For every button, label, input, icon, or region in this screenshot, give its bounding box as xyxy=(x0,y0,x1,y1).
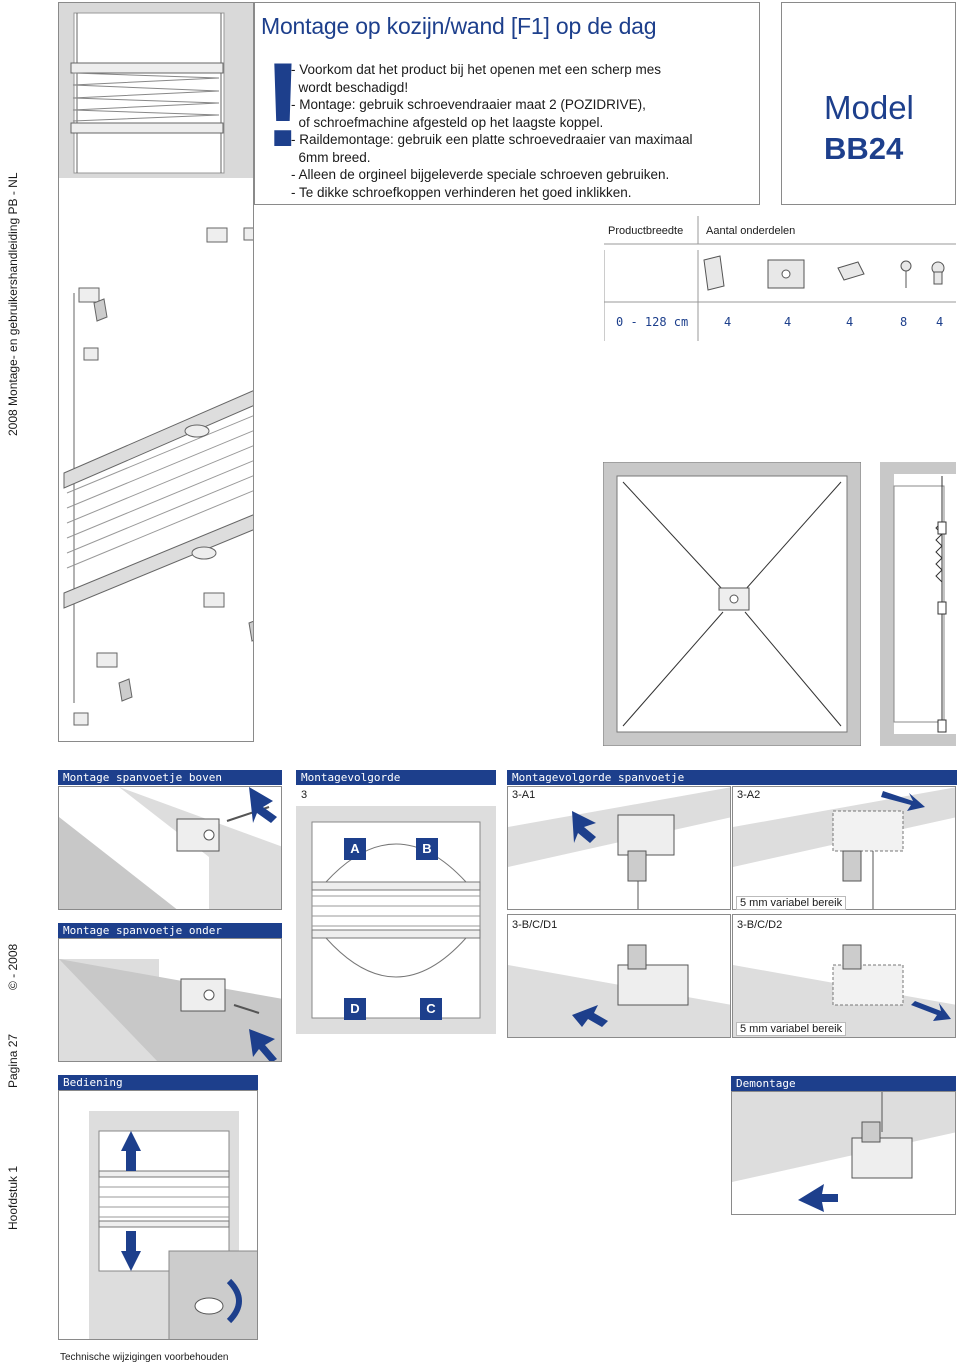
step3-a2-label: 3-A2 xyxy=(737,789,761,801)
side-label-page: Pagina 27 xyxy=(6,1033,20,1088)
step2-drawing xyxy=(59,959,281,1061)
step3-a1-illustration xyxy=(507,786,731,910)
step3-letter-d: D xyxy=(344,998,366,1020)
page-title: Montage op kozijn/wand [F1] op de dag xyxy=(261,13,657,39)
demontage-illustration xyxy=(731,1091,956,1215)
model-code: BB24 xyxy=(824,131,904,166)
step3-letter-b: B xyxy=(416,838,438,860)
frame-diagram-drawing xyxy=(602,461,862,747)
step1-bar: Montage spanvoetje boven xyxy=(58,770,282,785)
count-part-5: 4 xyxy=(936,315,944,329)
range-label-bottom: 5 mm variabel bereik xyxy=(736,1022,847,1036)
step3-d2-label: 3-B/C/D2 xyxy=(737,919,783,931)
parts-table: Productbreedte Aantal onderdelen 0 - 128… xyxy=(604,216,956,341)
step1-illustration xyxy=(58,786,282,910)
step4-illustration xyxy=(58,1090,258,1340)
warning-list: - Voorkom dat het product bij het openen… xyxy=(291,61,692,201)
step3-bar: Montagevolgorde xyxy=(296,770,496,785)
model-label: Model xyxy=(824,89,914,126)
col-header-aantal: Aantal onderdelen xyxy=(706,225,796,237)
col-header-productbreedte: Productbreedte xyxy=(608,225,684,237)
model-box: Model BB24 xyxy=(781,2,956,205)
warning-line: of schroefmachine afgesteld op het laags… xyxy=(291,114,604,130)
warning-line: - Montage: gebruik schroevendraaier maat… xyxy=(291,97,646,112)
step3-drawing xyxy=(296,806,496,1034)
side-label-copyright: © - 2008 xyxy=(6,943,20,990)
step3-a1-drawing xyxy=(508,787,730,909)
step3-d1-label: 3-B/C/D1 xyxy=(512,919,558,931)
count-part-1: 4 xyxy=(724,315,732,329)
step3-letter-c: C xyxy=(420,998,442,1020)
step3-a2-drawing xyxy=(733,787,955,909)
width-value: 0 - 128 cm xyxy=(616,315,689,329)
footer-note: Technische wijzigingen voorbehouden xyxy=(60,1352,229,1363)
step2-illustration xyxy=(58,938,282,1062)
step3-d2-drawing xyxy=(733,944,955,1037)
profile-diagram xyxy=(880,462,956,746)
overview-illustration xyxy=(58,2,254,742)
warning-line: wordt beschadigd! xyxy=(291,79,409,95)
warning-icon: ! xyxy=(263,38,303,172)
step3-illustration: A B D C xyxy=(296,786,496,1034)
warning-line: 6mm breed. xyxy=(291,149,371,165)
demontage-bar: Demontage xyxy=(731,1076,956,1091)
step3-d1-drawing xyxy=(508,944,730,1037)
step1-drawing xyxy=(59,787,281,909)
profile-diagram-drawing xyxy=(880,462,956,746)
warning-line: - Raildemontage: gebruik een platte schr… xyxy=(291,132,693,147)
step3-letter-a: A xyxy=(344,838,366,860)
warning-line: - Te dikke schroefkoppen verhinderen het… xyxy=(291,184,632,200)
side-label-manual: 2008 Montage- en gebruikershandleiding P… xyxy=(6,172,20,436)
count-part-4: 8 xyxy=(900,315,908,329)
step2-bar: Montage spanvoetje onder xyxy=(58,923,282,938)
step3-a1-label: 3-A1 xyxy=(512,789,536,801)
warning-line: - Alleen de orgineel bijgeleverde specia… xyxy=(291,167,670,182)
step3-number: 3 xyxy=(301,789,308,801)
step4-drawing xyxy=(89,1111,257,1339)
step3-d1-illustration xyxy=(507,914,731,1038)
blind-assembly-drawing xyxy=(59,3,253,726)
warning-line: - Voorkom dat het product bij het openen… xyxy=(291,62,661,77)
step3-d2-illustration xyxy=(732,914,956,1038)
count-part-3: 4 xyxy=(846,315,854,329)
step3-a2-illustration xyxy=(732,786,956,910)
frame-diagram xyxy=(602,461,862,747)
side-label-chapter: Hoofdstuk 1 xyxy=(6,1165,20,1230)
count-part-2: 4 xyxy=(784,315,792,329)
instruction-header: Montage op kozijn/wand [F1] op de dag ! … xyxy=(254,2,760,205)
parts-table-grid xyxy=(604,216,956,341)
range-label-top: 5 mm variabel bereik xyxy=(736,896,847,910)
step4-bar: Bediening xyxy=(58,1075,258,1090)
step3x-bar: Montagevolgorde spanvoetje xyxy=(507,770,957,785)
demontage-drawing xyxy=(732,1092,955,1212)
